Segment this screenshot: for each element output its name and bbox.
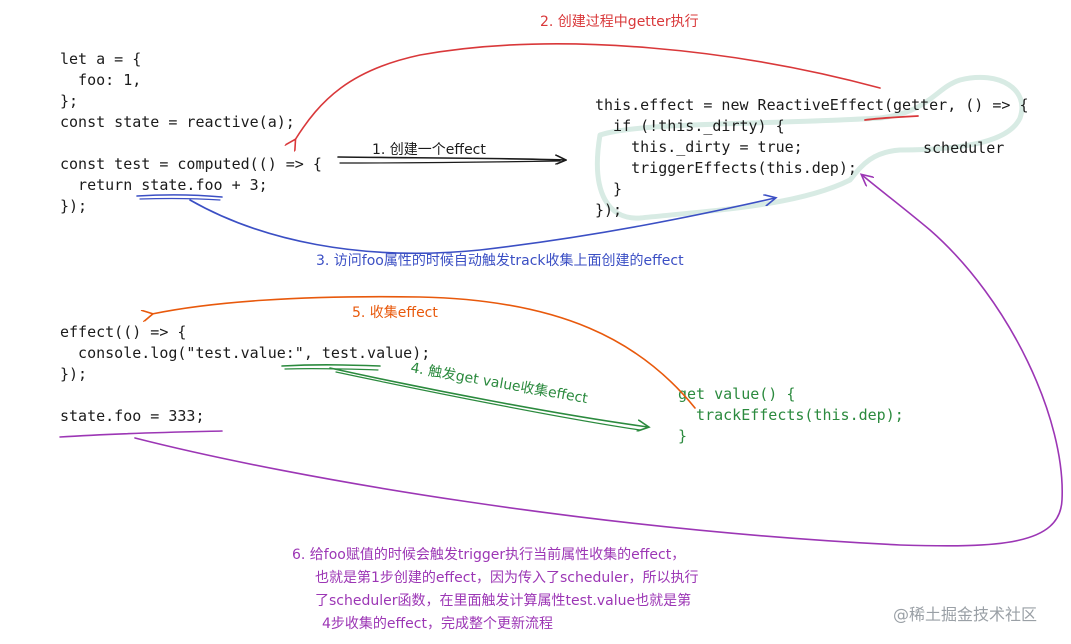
scheduler-label: scheduler [923, 139, 1004, 157]
arrow-step1 [337, 157, 565, 160]
code-block-reactive-effect: this.effect = new ReactiveEffect(getter,… [595, 96, 1028, 219]
code-line: } [678, 427, 687, 445]
code-line: const state = reactive(a); [60, 113, 295, 131]
code-block-effect: effect(() => { console.log("test.value:"… [60, 323, 430, 425]
code-line: return state.foo + 3; [60, 176, 268, 194]
underline-getter [864, 115, 919, 121]
label-step3: 3. 访问foo属性的时候自动触发track收集上面创建的effect [316, 252, 684, 269]
code-line: let a = { [60, 50, 141, 68]
code-line: foo: 1, [60, 71, 141, 89]
code-line: const test = computed(() => { [60, 155, 322, 173]
code-line: }); [60, 197, 87, 215]
code-line: state.foo = 333; [60, 407, 205, 425]
label-step5: 5. 收集effect [352, 304, 438, 321]
code-line: effect(() => { [60, 323, 186, 341]
code-line: if (!this._dirty) { [595, 117, 785, 135]
arrow-step6 [134, 175, 1063, 547]
label-step6-line: 4步收集的effect，完成整个更新流程 [322, 615, 553, 632]
label-step6-line: 了scheduler函数，在里面触发计算属性test.value也就是第 [315, 592, 691, 609]
reactive-effect-highlight [594, 74, 1025, 221]
label-step2: 2. 创建过程中getter执行 [540, 14, 699, 30]
code-block-computed: let a = { foo: 1, }; const state = react… [60, 50, 322, 215]
code-line: trackEffects(this.dep); [678, 406, 904, 424]
arrow-step4 [329, 367, 648, 427]
label-step4: 4. 触发get value收集effect [409, 359, 589, 407]
code-line: get value() { [678, 385, 795, 403]
code-block-get-value: get value() { trackEffects(this.dep); } [678, 385, 904, 445]
arrow-step3 [189, 198, 775, 255]
code-line: console.log("test.value:", test.value); [60, 344, 430, 362]
arrow-step5 [152, 295, 696, 409]
underline-state-foo-2 [139, 197, 221, 201]
code-line: this._dirty = true; [595, 138, 803, 156]
arrow-step4-double [335, 371, 641, 431]
arrow-step1-double [339, 160, 561, 164]
code-line: }); [60, 365, 87, 383]
code-line: this.effect = new ReactiveEffect(getter,… [595, 96, 1028, 114]
label-step6-line: 6. 给foo赋值的时候会触发trigger执行当前属性收集的effect， [292, 546, 685, 563]
underline-test-value [281, 364, 381, 367]
watermark: @稀土掘金技术社区 [893, 605, 1037, 624]
code-line: } [595, 180, 622, 198]
label-step6: 6. 给foo赋值的时候会触发trigger执行当前属性收集的effect， 也… [292, 546, 698, 632]
label-step6-line: 也就是第1步创建的effect，因为传入了scheduler，所以执行 [315, 569, 698, 586]
code-line: }; [60, 92, 78, 110]
arrow-step2 [295, 43, 881, 140]
code-line: triggerEffects(this.dep); [595, 159, 857, 177]
underline-state-foo-assign [59, 430, 223, 438]
underline-state-foo [136, 194, 223, 198]
code-line: }); [595, 201, 622, 219]
label-step1: 1. 创建一个effect [372, 142, 486, 158]
